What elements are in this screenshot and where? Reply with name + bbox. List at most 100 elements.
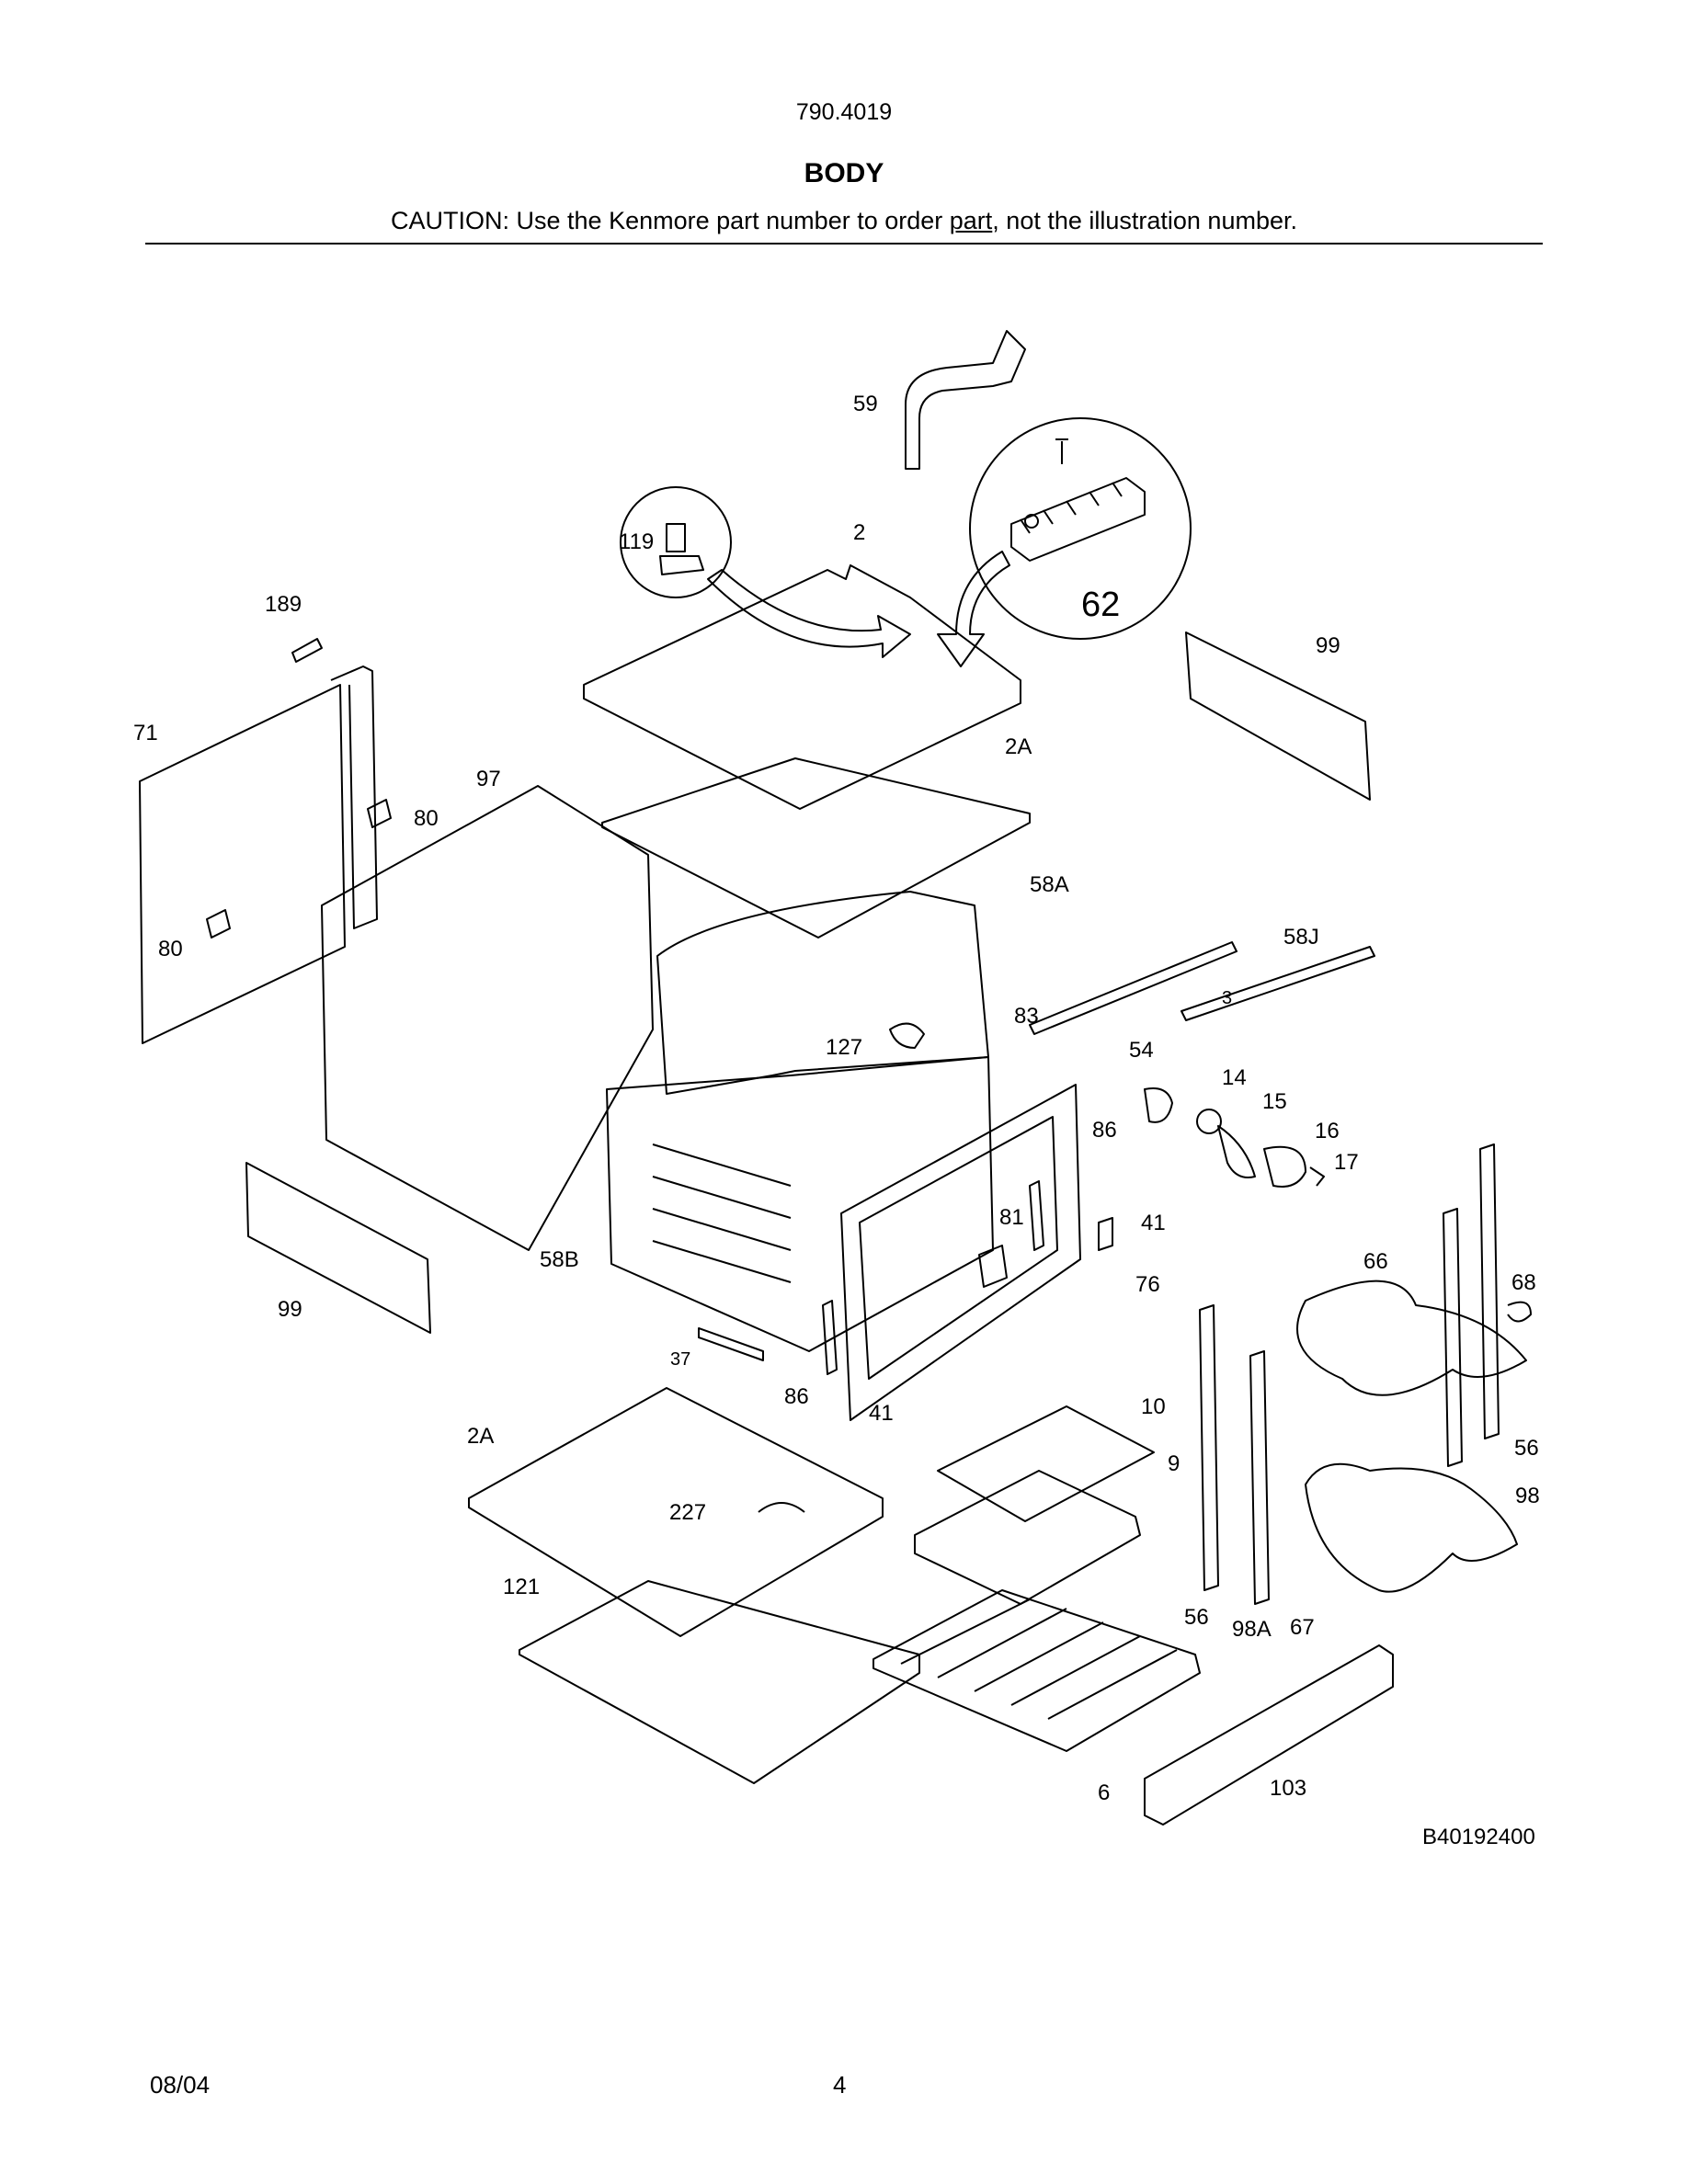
callout-9: 9: [1168, 1451, 1180, 1476]
side-strip-right: [1479, 1143, 1500, 1439]
callout-16: 16: [1315, 1119, 1340, 1143]
callout-121: 121: [503, 1575, 540, 1599]
callout-83: 83: [1014, 1004, 1039, 1029]
bracket-37: [698, 1327, 764, 1361]
callout-80: 80: [158, 937, 183, 961]
callout-86: 86: [1092, 1118, 1117, 1143]
wire: [1309, 1166, 1325, 1187]
back-panel: [139, 684, 346, 1044]
side-strip-left: [1199, 1304, 1219, 1591]
oven-liner: [656, 891, 989, 1095]
broil-element: [1296, 1280, 1527, 1396]
top-panel: [583, 564, 1021, 810]
clip-68: [1507, 1301, 1532, 1323]
callout-59: 59: [853, 392, 878, 416]
clip-80-lower: [206, 909, 231, 938]
rack-support-98: [1443, 1208, 1463, 1467]
broiler-pan: [914, 1470, 1141, 1605]
callout-58B: 58B: [540, 1247, 579, 1272]
lens: [1217, 1125, 1256, 1178]
callout-98: 98: [1515, 1484, 1540, 1508]
lower-insulation-panel: [468, 1387, 884, 1637]
callout-10: 10: [1141, 1394, 1166, 1419]
callout-56: 56: [1514, 1436, 1539, 1461]
callout-2A: 2A: [1005, 734, 1032, 759]
callout-119: 119: [619, 529, 654, 554]
page-number: 4: [833, 2071, 847, 2099]
callout-227: 227: [669, 1500, 706, 1525]
callout-66: 66: [1363, 1249, 1388, 1274]
callout-17: 17: [1334, 1150, 1359, 1175]
clip-80-upper: [367, 799, 392, 828]
callout-81: 81: [999, 1205, 1024, 1230]
callout-97: 97: [476, 767, 501, 791]
vent-tube: [905, 330, 1026, 470]
callout-103: 103: [1270, 1776, 1306, 1801]
callout-86: 86: [784, 1384, 809, 1409]
part-drawings: [139, 330, 1532, 1826]
callout-99: 99: [278, 1297, 302, 1322]
hinge-86-right: [1029, 1180, 1044, 1251]
callout-3: 3: [1222, 988, 1232, 1008]
callout-62: 62: [1081, 586, 1120, 624]
callout-71: 71: [133, 721, 158, 745]
callout-80: 80: [414, 806, 439, 831]
bracket-41: [1098, 1217, 1113, 1251]
callout-2A: 2A: [467, 1424, 494, 1449]
oven-rack: [873, 1589, 1201, 1752]
thermostat-127: [889, 1022, 925, 1049]
arrow-from-119: [707, 569, 911, 658]
detail-circle-62: [969, 417, 1192, 640]
bracket-right: [1185, 631, 1371, 801]
callout-6: 6: [1098, 1780, 1110, 1805]
arrow-from-62: [937, 551, 1010, 667]
caution-note: CAUTION: Use the Kenmore part number to …: [0, 207, 1688, 235]
cover: [1263, 1145, 1306, 1188]
callout-68: 68: [1511, 1270, 1536, 1295]
callout-98A: 98A: [1232, 1617, 1272, 1642]
caution-prefix: CAUTION: Use the Kenmore part number to …: [391, 207, 950, 234]
callout-labels: 59 119 2 62 189 99 71 97 80 80 2A 58A 58…: [133, 392, 1540, 1849]
callout-58A: 58A: [1030, 872, 1069, 897]
callout-76: 76: [1135, 1272, 1160, 1297]
latch-81: [978, 1245, 1008, 1288]
detail-circle-119: [620, 486, 732, 598]
oven-cavity: [606, 1056, 994, 1352]
callout-2: 2: [853, 520, 865, 545]
callout-54: 54: [1129, 1038, 1154, 1063]
bake-element: [1305, 1462, 1518, 1593]
callout-67: 67: [1290, 1615, 1315, 1640]
callout-14: 14: [1222, 1065, 1247, 1090]
model-number: 790.4019: [795, 99, 893, 125]
hinge-86-left: [822, 1300, 838, 1375]
callout-56: 56: [1184, 1605, 1209, 1630]
callout-127: 127: [826, 1035, 862, 1060]
side-panel-left: [321, 785, 654, 1251]
rack-support-98A: [1249, 1350, 1270, 1605]
drawing-code: B40192400: [1422, 1825, 1535, 1849]
callout-15: 15: [1262, 1089, 1287, 1114]
shield-227: [758, 1502, 805, 1513]
callout-37: 37: [670, 1349, 690, 1370]
light-socket: [1144, 1087, 1173, 1123]
bottom-panel: [519, 1580, 920, 1784]
callout-99: 99: [1316, 633, 1340, 658]
callout-58J: 58J: [1283, 925, 1319, 950]
upper-insulation-panel: [601, 757, 1031, 938]
section-title: BODY: [804, 158, 884, 188]
bulb: [1196, 1109, 1222, 1134]
bracket-left: [245, 1162, 431, 1334]
footer-date: 08/04: [150, 2071, 211, 2099]
broiler-grid: [937, 1405, 1155, 1522]
callout-41: 41: [869, 1401, 894, 1426]
trim-strip: [1180, 946, 1375, 1021]
header-rule: [145, 243, 1543, 245]
caution-underlined-word: part: [949, 207, 993, 234]
rail: [1029, 941, 1237, 1035]
front-frame: [840, 1084, 1081, 1421]
kick-panel: [1144, 1644, 1394, 1826]
callout-189: 189: [265, 592, 302, 617]
clip-189: [291, 638, 323, 663]
callout-41: 41: [1141, 1211, 1166, 1235]
